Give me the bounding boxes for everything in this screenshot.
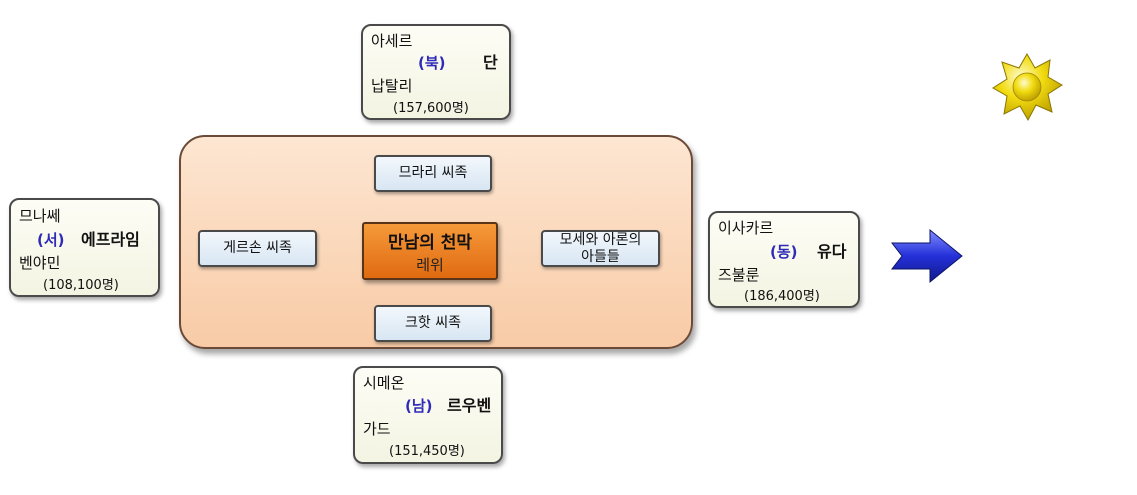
- population-label: (186,400명): [744, 289, 820, 304]
- population-label: (151,450명): [389, 444, 465, 459]
- tribe-name: 즈불룬: [718, 266, 760, 284]
- tribe-box-south: 시메온 (남) 르우벤 가드 (151,450명): [353, 366, 503, 464]
- tribe-box-east: 이사카르 (동) 유다 즈불룬 (186,400명): [708, 211, 860, 308]
- leading-tribe: 단: [483, 53, 498, 72]
- clan-label: 게르손 씨족: [223, 240, 292, 257]
- clan-label: 아들들: [581, 248, 620, 265]
- clan-box-east: 모세와 아론의 아들들: [541, 230, 660, 267]
- tribe-box-west: 므나쎄 (서) 에프라임 벤야민 (108,100명): [9, 198, 160, 297]
- tribe-name: 가드: [363, 420, 391, 438]
- arrow-right-icon: [890, 228, 963, 284]
- population-label: (108,100명): [43, 278, 119, 293]
- direction-label: (동): [770, 243, 798, 261]
- clan-label: 모세와 아론의: [559, 232, 642, 249]
- leading-tribe: 에프라임: [81, 230, 140, 249]
- tribe-box-north: 아세르 (북) 단 납탈리 (157,600명): [361, 24, 511, 120]
- direction-label: (서): [37, 231, 65, 249]
- clan-box-west: 게르손 씨족: [198, 230, 317, 267]
- clan-box-south: 크핫 씨족: [374, 305, 492, 342]
- tent-subtitle: 레위: [416, 255, 444, 274]
- sun-icon: [992, 52, 1063, 122]
- tribe-name: 아세르: [371, 32, 413, 50]
- tribe-name: 납탈리: [371, 77, 413, 95]
- tribe-name: 므나쎄: [19, 207, 61, 225]
- clan-box-north: 므라리 씨족: [374, 155, 492, 192]
- clan-label: 므라리 씨족: [398, 165, 468, 182]
- direction-label: (북): [418, 54, 446, 72]
- population-label: (157,600명): [393, 101, 469, 116]
- tent-title: 만남의 천막: [387, 232, 473, 253]
- direction-label: (남): [405, 397, 433, 415]
- tent-of-meeting: 만남의 천막 레위: [362, 222, 498, 280]
- tribe-name: 시메온: [363, 374, 405, 392]
- leading-tribe: 유다: [817, 242, 847, 261]
- clan-label: 크핫 씨족: [405, 315, 461, 332]
- leading-tribe: 르우벤: [447, 396, 492, 415]
- tribe-name: 벤야민: [19, 254, 61, 272]
- tribe-name: 이사카르: [718, 219, 774, 237]
